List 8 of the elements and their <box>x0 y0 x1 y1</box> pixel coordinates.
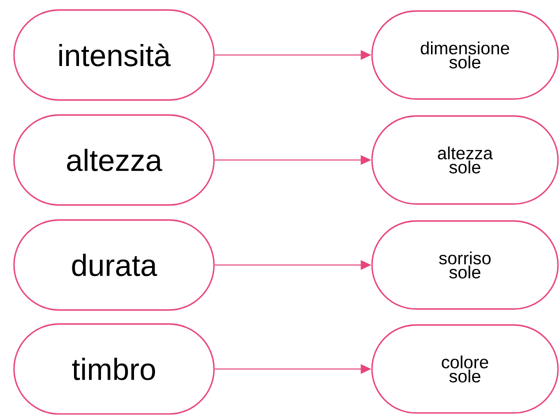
rounded-box: altezza <box>13 114 215 206</box>
rounded-box: intensità <box>13 9 215 101</box>
rounded-box: timbro <box>13 323 215 415</box>
rounded-box: sorriso sole <box>371 220 559 310</box>
rounded-box: durata <box>13 219 215 311</box>
rounded-box: colore sole <box>371 324 559 414</box>
rounded-box: dimensione sole <box>371 10 559 100</box>
rounded-box: altezza sole <box>371 115 559 205</box>
